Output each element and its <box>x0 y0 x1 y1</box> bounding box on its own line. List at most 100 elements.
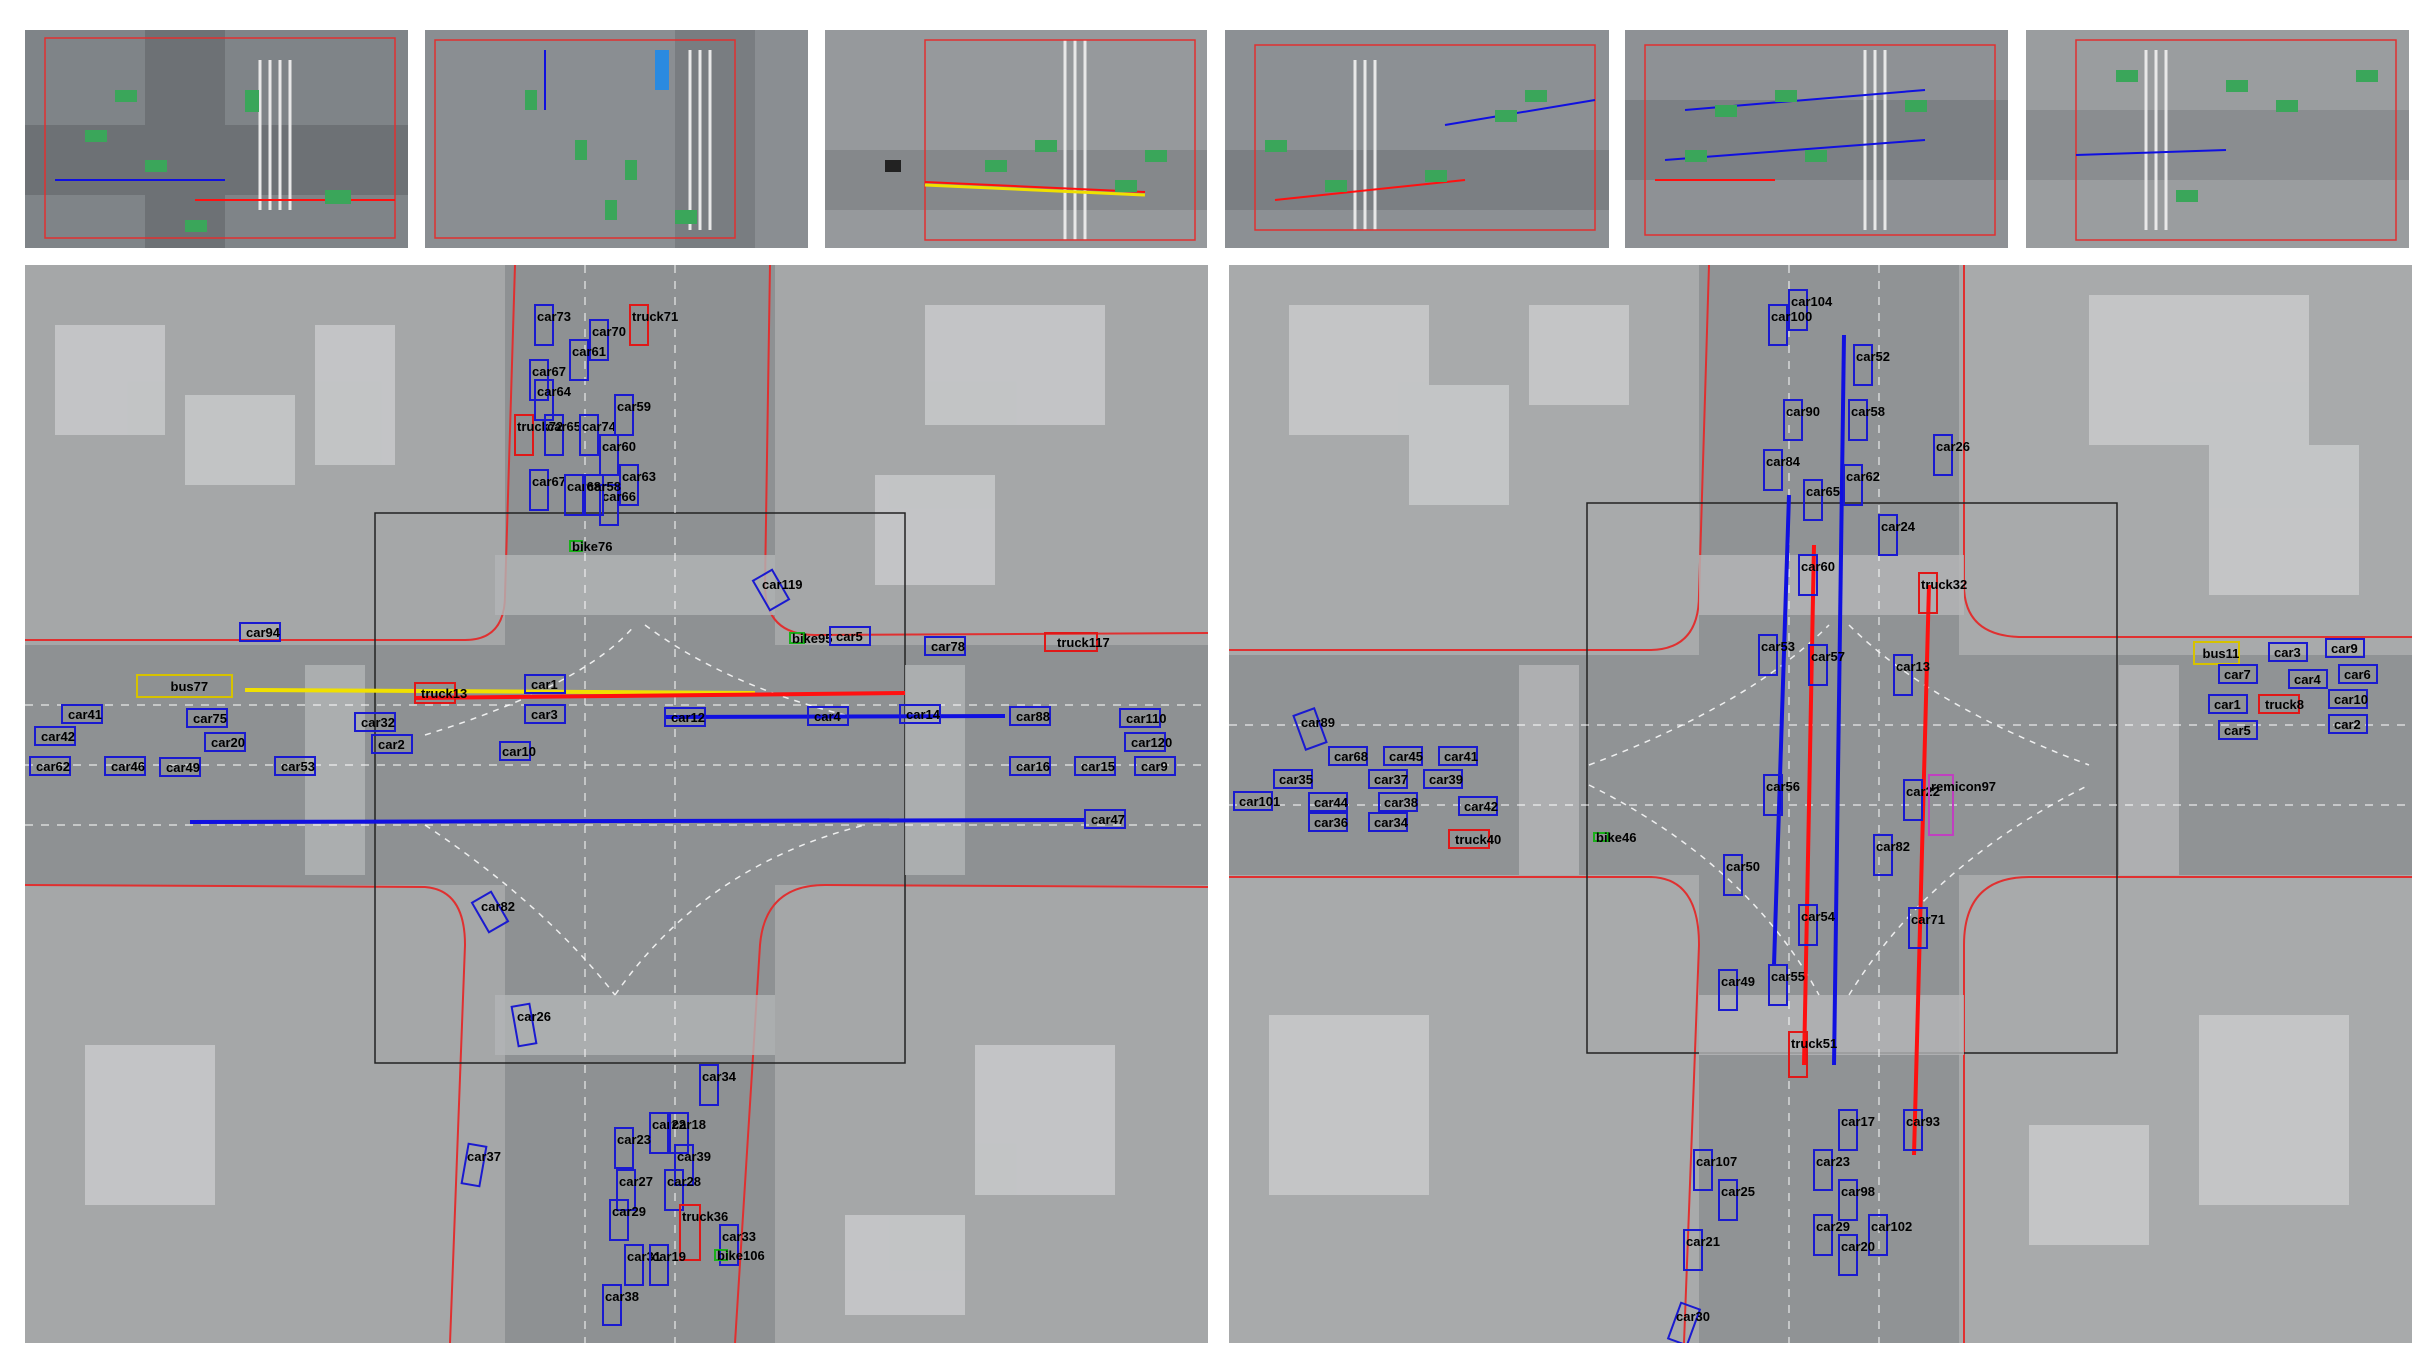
vehicle-label: car10 <box>502 744 536 759</box>
vehicle-label: car82 <box>481 899 515 914</box>
right-vehicle-car21: car21 <box>1683 1229 1720 1271</box>
left-vehicle-car67: car67 <box>529 469 566 511</box>
thumbnail-5-scene <box>1625 30 2008 248</box>
vehicle-label: car14 <box>906 707 941 722</box>
vehicle-box <box>1763 774 1783 816</box>
left-vehicle-truck72: truck72 <box>514 414 563 456</box>
vehicle-label: car45 <box>1389 749 1423 764</box>
vehicle-box <box>569 339 589 381</box>
right-vehicle-car55: car55 <box>1768 964 1805 1006</box>
left-vehicle-car34: car34 <box>699 1064 737 1106</box>
vehicle-box <box>1718 969 1738 1011</box>
vehicle-box <box>714 1249 728 1261</box>
left-vehicle-car12: car12 <box>664 707 706 727</box>
vehicle-box <box>2328 714 2368 734</box>
vehicle-box <box>679 1204 701 1261</box>
vehicle-label: truck51 <box>1791 1036 1837 1051</box>
vehicle-box <box>2338 664 2378 684</box>
right-vehicle-car93: car93 <box>1903 1109 1940 1151</box>
right-vehicle-car90: car90 <box>1783 399 1820 441</box>
right-vehicle-truck51: truck51 <box>1788 1031 1837 1078</box>
vehicle-label: car22 <box>652 1117 686 1132</box>
vehicle-box <box>1448 829 1490 849</box>
vehicle-label: bike46 <box>1596 830 1636 845</box>
vehicle-box <box>1666 1301 1702 1343</box>
left-map-canvas: car73car70truck71car61car67car64truck72c… <box>25 265 1208 1343</box>
vehicle-label: car50 <box>1726 859 1760 874</box>
vehicle-box <box>2193 641 2240 665</box>
right-vehicle-truck40: truck40 <box>1448 829 1501 849</box>
right-vehicle-car38: car38 <box>1378 792 1418 812</box>
right-vehicle-bus11: bus11 <box>2193 641 2240 665</box>
left-vehicle-car46: car46 <box>104 756 146 776</box>
vehicle-box <box>664 1169 684 1211</box>
vehicle-box <box>1009 706 1051 726</box>
vehicle-label: car22 <box>1906 784 1940 799</box>
right-vehicle-car29: car29 <box>1813 1214 1850 1256</box>
right-vehicle-car57: car57 <box>1808 644 1845 686</box>
vehicle-box <box>589 319 609 361</box>
vehicle-label: car70 <box>592 324 626 339</box>
right-vehicle-car9: car9 <box>2325 638 2365 658</box>
left-vehicle-car53: car53 <box>274 756 316 776</box>
vehicle-label: car74 <box>582 419 617 434</box>
left-vehicle-car70: car70 <box>589 319 626 361</box>
vehicle-label: car34 <box>702 1069 737 1084</box>
vehicle-box <box>699 1064 719 1106</box>
vehicle-label: car104 <box>1791 294 1833 309</box>
vehicle-box <box>239 622 281 642</box>
vehicle-label: car20 <box>1841 1239 1875 1254</box>
right-vehicle-car23: car23 <box>1813 1149 1850 1191</box>
vehicle-label: car75 <box>193 711 227 726</box>
vehicle-label: car5 <box>836 629 863 644</box>
right-vehicle-car6: car6 <box>2338 664 2378 684</box>
vehicle-label: bike95 <box>792 631 832 646</box>
right-vehicle-car56: car56 <box>1763 774 1800 816</box>
vehicle-box <box>1933 434 1953 476</box>
left-vehicle-car66: car66 <box>599 484 636 526</box>
vehicle-label: car41 <box>68 707 102 722</box>
right-vehicle-car41: car41 <box>1438 746 1478 766</box>
vehicle-label: car49 <box>166 760 200 775</box>
left-vehicle-car26: car26 <box>510 1002 551 1048</box>
vehicle-label: car29 <box>1816 1219 1850 1234</box>
vehicle-box <box>1009 756 1051 776</box>
vehicle-label: car2 <box>378 737 405 752</box>
vehicle-box <box>1783 399 1803 441</box>
vehicle-label: bus11 <box>2203 646 2240 661</box>
vehicle-label: car89 <box>1301 715 1335 730</box>
vehicle-box <box>2218 720 2258 740</box>
vehicle-label: car107 <box>1696 1154 1737 1169</box>
vehicle-label: car41 <box>1444 749 1478 764</box>
vehicle-box <box>1788 289 1808 331</box>
vehicle-box <box>1723 854 1743 896</box>
vehicle-box <box>136 674 233 698</box>
vehicle-box <box>2208 694 2248 714</box>
right-vehicle-car39: car39 <box>1423 769 1463 789</box>
vehicle-label: car33 <box>722 1229 756 1244</box>
right-vehicle-car98: car98 <box>1838 1179 1875 1221</box>
right-vehicle-car22: car22 <box>1903 779 1940 821</box>
vehicle-box <box>1328 746 1368 766</box>
vehicle-label: truck8 <box>2265 697 2304 712</box>
vehicle-label: car82 <box>1876 839 1910 854</box>
right-vehicle-car45: car45 <box>1383 746 1423 766</box>
vehicle-box <box>719 1224 739 1266</box>
vehicle-label: car32 <box>361 715 395 730</box>
vehicle-label: car49 <box>1721 974 1755 989</box>
right-vehicle-car3: car3 <box>2268 642 2308 662</box>
vehicle-box <box>204 732 246 752</box>
right-vehicle-truck8: truck8 <box>2258 694 2304 714</box>
vehicle-box <box>619 464 639 506</box>
vehicle-box <box>614 1127 634 1169</box>
left-vehicle-car9: car9 <box>1134 756 1176 776</box>
vehicle-label: car119 <box>762 577 803 592</box>
right-vehicle-car44: car44 <box>1308 792 1349 812</box>
vehicle-label: car1 <box>531 677 558 692</box>
vehicle-box <box>1438 746 1478 766</box>
left-vehicle-car59: car59 <box>614 394 651 436</box>
vehicle-label: car26 <box>517 1009 551 1024</box>
vehicle-label: car24 <box>1881 519 1916 534</box>
left-vehicle-car49: car49 <box>159 757 201 777</box>
vehicle-box <box>2268 642 2308 662</box>
